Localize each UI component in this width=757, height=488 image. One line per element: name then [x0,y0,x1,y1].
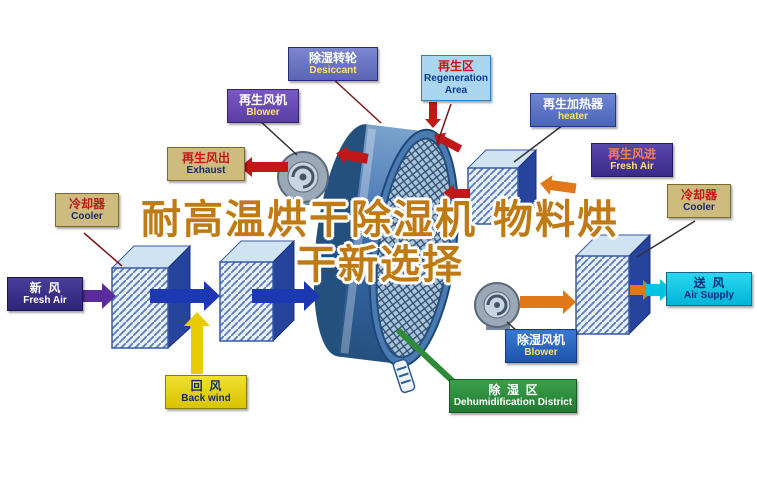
red-exhaust-arrow [240,157,288,177]
label-regeneration-heater-en: heater [557,111,588,123]
label-exhaust: 再生风出 Exhaust [167,147,245,182]
label-dehumidify-blower-en: Blower [524,347,558,359]
label-cooler-left-en: Cooler [71,211,103,223]
label-desiccant-wheel-zh: 除湿转轮 [308,51,357,65]
heat-exchanger-right [574,233,652,336]
label-cooler-right-en: Cooler [683,202,715,214]
label-dehumidification-district-zh: 除 湿 区 [488,383,538,397]
label-regeneration-heater-zh: 再生加热器 [542,97,603,111]
label-regeneration-area-en: Regeneration Area [424,73,488,97]
red-regen-to-wheel-arrow [433,132,463,153]
blue-flow-arrow-2 [252,281,320,311]
label-regeneration-fresh-air: 再生风进 Fresh Air [591,143,673,178]
label-regeneration-blower-zh: 再生风机 [238,93,287,107]
heat-exchanger-upper-right [466,148,538,226]
label-air-supply: 送 风 Air Supply [666,272,752,307]
label-regeneration-area: 再生区 Regeneration Area [421,55,491,102]
regeneration-fan-graphic [277,151,329,205]
label-regeneration-blower-en: Blower [246,107,280,119]
label-desiccant-wheel-en: Desiccant [309,65,357,77]
orange-freshair-to-coil-arrow [540,175,577,195]
label-air-supply-zh: 送 风 [693,276,725,290]
label-dehumidify-blower-zh: 除湿风机 [516,333,565,347]
red-coil-to-wheel-arrow [444,184,470,202]
callout-line-regen-area [436,103,452,145]
yellow-return-air-arrow [184,312,210,374]
callout-line-cooler-right [636,220,696,258]
label-regeneration-blower: 再生风机 Blower [227,89,299,124]
label-dehumidification-district: 除 湿 区 Dehumidification District [449,379,577,414]
label-regeneration-fresh-air-zh: 再生风进 [607,147,656,161]
label-dehumidify-blower: 除湿风机 Blower [505,329,577,364]
supply-fan-graphic [474,282,520,330]
callout-line-cooler-left [83,232,123,267]
label-regeneration-fresh-air-en: Fresh Air [610,161,654,173]
label-regeneration-area-zh: 再生区 [437,59,474,73]
desiccant-wheel-graphic [313,124,459,368]
label-back-wind-zh: 回 风 [190,379,222,393]
callout-line-desiccant [330,76,382,124]
label-regeneration-heater: 再生加热器 heater [530,93,616,128]
callout-line-heater [513,121,568,163]
label-exhaust-zh: 再生风出 [181,151,230,165]
label-desiccant-wheel: 除湿转轮 Desiccant [288,47,378,82]
label-fresh-air-inlet-en: Fresh Air [23,295,67,307]
label-back-wind: 回 风 Back wind [165,375,247,410]
heat-exchanger-left [110,244,192,350]
callout-line-regen-blower [258,119,298,156]
purple-fresh-air-arrow [74,283,116,309]
label-cooler-left-zh: 冷却器 [68,197,105,211]
label-cooler-left: 冷却器 Cooler [55,193,119,228]
red-regen-down-arrow [425,102,441,128]
page-title: 耐高温烘干除湿机 物料烘 干新选择 [86,198,674,288]
green-dehumid-zone-connector [395,327,463,391]
cyan-supply-arrow [646,279,672,301]
label-fresh-air-inlet: 新 风 Fresh Air [7,277,83,312]
wheel-seal-ribbon [392,358,416,394]
label-exhaust-en: Exhaust [186,165,226,177]
label-cooler-right: 冷却器 Cooler [667,184,731,219]
page-title-line2: 干新选择 [296,241,464,288]
orange-fan-to-coil-arrow [520,290,576,314]
label-dehumidification-district-en: Dehumidification District [453,397,573,409]
page-title-line1: 耐高温烘干除湿机 物料烘 [141,197,619,243]
label-air-supply-en: Air Supply [683,290,734,302]
blue-flow-arrow-1 [150,281,220,311]
label-fresh-air-inlet-zh: 新 风 [29,281,61,295]
label-cooler-right-zh: 冷却器 [680,188,717,202]
red-wheel-to-fan-arrow [336,146,369,164]
label-back-wind-en: Back wind [181,393,231,405]
